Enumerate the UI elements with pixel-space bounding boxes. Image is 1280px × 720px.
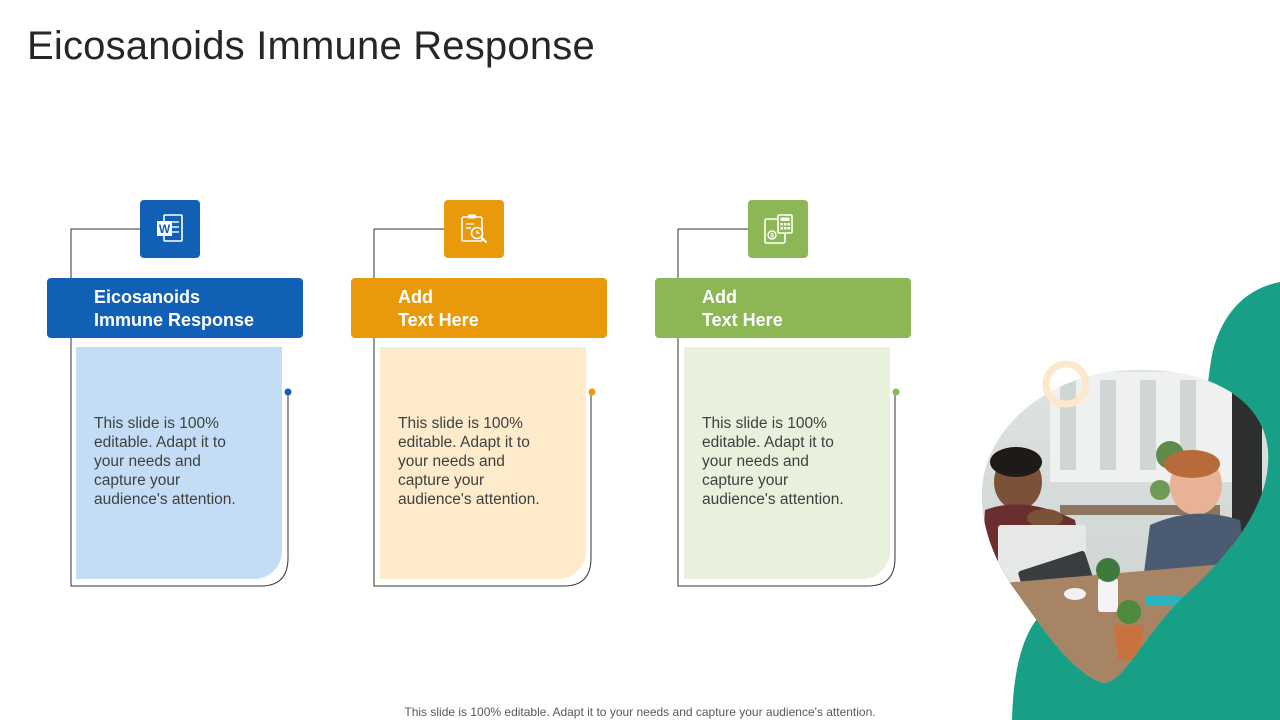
word-document-icon: W (140, 200, 200, 258)
card-3-body-panel (684, 347, 890, 579)
card-2-body-panel (380, 347, 586, 579)
svg-text:W: W (159, 222, 171, 236)
card-1-outline (70, 228, 292, 587)
card-1-heading: Eicosanoids Immune Response (47, 278, 303, 338)
card-2-heading-line1: Add (398, 287, 433, 307)
card-3-heading-line1: Add (702, 287, 737, 307)
svg-text:$: $ (770, 233, 774, 240)
card-1: W Eicosanoids Immune Response This slide… (47, 196, 317, 591)
card-2-outline (373, 228, 596, 587)
card-1-body-text: This slide is 100% editable. Adapt it to… (94, 415, 236, 508)
calculator-document-icon: $ (748, 200, 808, 258)
card-3-heading-line2: Text Here (702, 310, 783, 330)
card-3-heading: Add Text Here (655, 278, 911, 338)
card-2-heading-line2: Text Here (398, 310, 479, 330)
card-2: Add Text Here This slide is 100% editabl… (351, 196, 621, 591)
clipboard-search-icon (444, 200, 504, 258)
card-3: $ Add Text Here This slide is 100% edita… (655, 196, 925, 591)
decorative-ring (1042, 360, 1090, 408)
card-1-body-panel (76, 347, 282, 579)
footer-note: This slide is 100% editable. Adapt it to… (404, 705, 876, 719)
card-2-body-text: This slide is 100% editable. Adapt it to… (398, 415, 540, 508)
card-1-heading-line1: Eicosanoids (94, 287, 201, 307)
card-2-heading: Add Text Here (351, 278, 607, 338)
card-1-heading-line2: Immune Response (94, 310, 255, 330)
card-3-body-text: This slide is 100% editable. Adapt it to… (702, 415, 844, 508)
page-title: Eicosanoids Immune Response (27, 24, 595, 68)
card-3-outline (677, 228, 900, 587)
